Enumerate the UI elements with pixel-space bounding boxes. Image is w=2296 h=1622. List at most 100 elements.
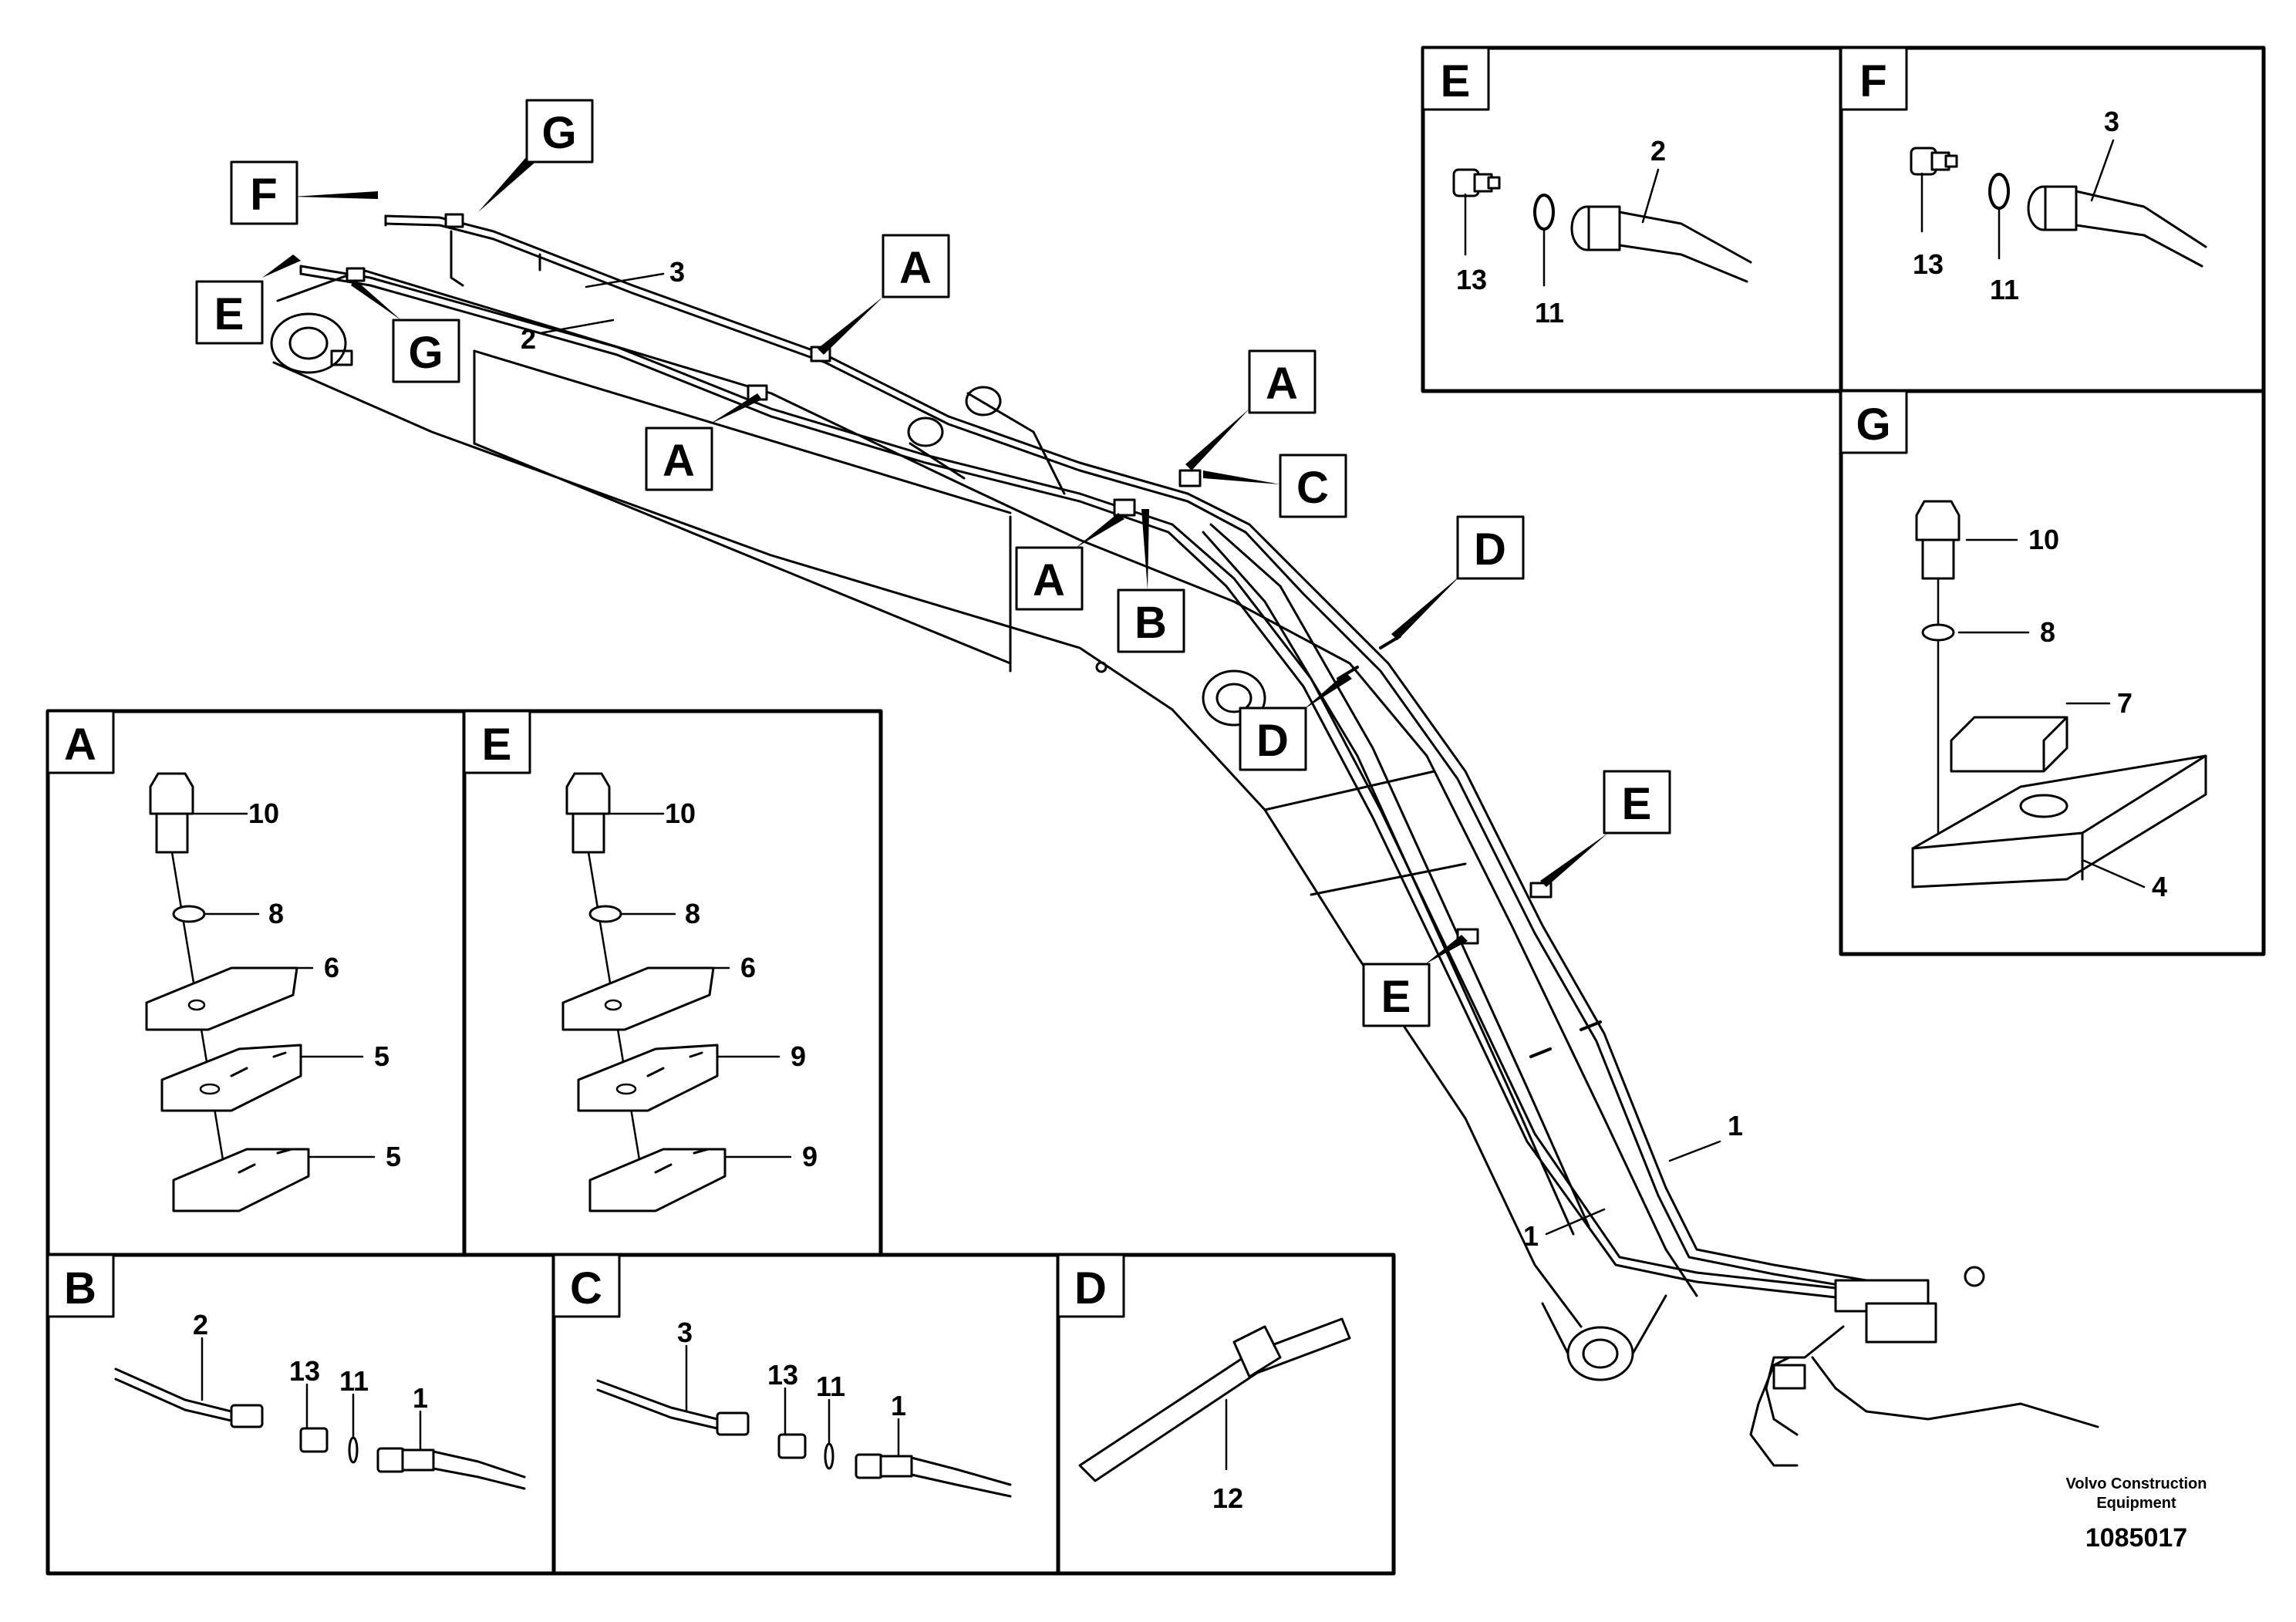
panel-e-lower-label-10: 10 [665, 798, 696, 829]
panel-letter-d: D [1074, 1263, 1107, 1313]
panel-c-label-3: 3 [677, 1317, 693, 1348]
callout-box-a3 [1248, 349, 1317, 414]
callout-pointer [818, 297, 883, 355]
panel-e-upper-label-13: 13 [1456, 264, 1487, 295]
callout-box-a2 [645, 427, 713, 491]
panel-g-label-8: 8 [2040, 616, 2055, 648]
callout-pointer [1540, 833, 1608, 887]
callout-e2: E [1622, 779, 1652, 829]
label-hose-1a: 1 [1728, 1110, 1743, 1141]
panel-f-label-13: 13 [1913, 248, 1944, 280]
callout-f: F [250, 170, 277, 220]
callout-pointer [1185, 409, 1249, 470]
footer: Volvo Construction Equipment 1085017 [2066, 1475, 2207, 1553]
panel-f-drawing: 13 11 3 [1910, 106, 2207, 305]
panel-f-label-3: 3 [2104, 106, 2119, 137]
callout-box-a1 [882, 234, 950, 298]
callout-pointer [1303, 673, 1352, 710]
callout-box-e1 [195, 280, 264, 345]
callout-pointer [293, 191, 378, 199]
callout-a2: A [663, 436, 695, 486]
panel-letters: E F G A E B C D [46, 46, 1908, 1318]
panel-letter-f: F [1859, 56, 1886, 106]
callout-box-c [1279, 454, 1347, 518]
callout-pointer [1076, 513, 1124, 548]
panel-letter-g: G [1856, 400, 1890, 450]
panel-c-drawing: 3 13 11 1 [596, 1317, 1012, 1498]
callout-a3: A [1266, 359, 1298, 409]
panel-e-lower-label-6: 6 [740, 952, 756, 983]
panel-e-lower-label-9b: 9 [802, 1141, 818, 1172]
callout-box-f [230, 160, 298, 225]
panel-c-label-13: 13 [767, 1359, 798, 1391]
panel-a-label-5b: 5 [386, 1141, 401, 1172]
panel-e-lower-drawing: 10 8 6 9 9 [561, 772, 818, 1212]
panel-b-drawing: 2 13 11 1 [114, 1309, 526, 1490]
panel-letter-e-upper: E [1441, 56, 1471, 106]
quick-coupler-area [1749, 1266, 2099, 1467]
company-line-2: Equipment [2096, 1495, 2176, 1512]
callout-d1: D [1474, 524, 1506, 575]
callout-pointer [1141, 509, 1149, 590]
callout-pointer [1391, 575, 1462, 640]
callout-pointer [710, 393, 762, 424]
panel-e-upper-label-11: 11 [1535, 297, 1564, 329]
panel-g-label-4: 4 [2152, 871, 2167, 902]
callout-pointer [262, 255, 301, 278]
callout-box-d1 [1456, 515, 1525, 580]
panel-e-upper-drawing: 13 11 2 [1452, 135, 1752, 329]
label-hose-2: 2 [521, 323, 536, 355]
panel-a-label-5a: 5 [374, 1040, 389, 1072]
callout-b: B [1135, 598, 1167, 648]
callout-a1: A [899, 243, 932, 293]
hose-runs [299, 214, 1868, 1299]
main-callouts: G F E G A A A C A B [195, 99, 1671, 1027]
panel-f-label-11: 11 [1990, 274, 2019, 305]
panel-g-label-7: 7 [2117, 687, 2132, 719]
callout-box-g1 [525, 99, 594, 164]
callout-box-b [1117, 588, 1185, 653]
panel-b-label-13: 13 [289, 1355, 320, 1387]
callout-pointer [1203, 470, 1280, 484]
hose-clamps [346, 213, 1602, 1058]
callout-pointer [478, 150, 540, 212]
panel-a-label-8: 8 [268, 898, 284, 929]
main-part-numbers: 3 2 1 1 [521, 256, 1743, 1252]
panel-d-label-12: 12 [1212, 1482, 1243, 1514]
boom-outline [270, 268, 1698, 1381]
callout-d2: D [1256, 716, 1289, 766]
callout-box-e2 [1603, 770, 1671, 835]
callout-pointer [1425, 935, 1468, 964]
callout-g2: G [408, 328, 443, 378]
panel-b-label-11: 11 [339, 1365, 369, 1397]
panel-letter-a: A [64, 720, 96, 770]
callout-g1: G [541, 108, 576, 158]
panel-c-label-11: 11 [816, 1371, 845, 1402]
panel-a-label-6: 6 [324, 952, 339, 983]
label-hose-1b: 1 [1523, 1220, 1539, 1252]
panel-d-drawing: 12 [1078, 1317, 1351, 1514]
panel-g-label-10: 10 [2028, 524, 2059, 555]
callout-c: C [1296, 463, 1329, 513]
callout-box-a4 [1015, 546, 1084, 611]
panel-e-lower-label-9a: 9 [791, 1040, 806, 1072]
panel-b-label-1: 1 [413, 1382, 428, 1414]
label-hose-3: 3 [669, 256, 685, 288]
panel-letter-c: C [570, 1263, 602, 1313]
panel-c-label-1: 1 [891, 1390, 906, 1421]
panel-a-label-10: 10 [248, 798, 279, 829]
drawing-number: 1085017 [2085, 1523, 2187, 1553]
callout-a4: A [1033, 555, 1065, 605]
panel-e-upper-label-2: 2 [1650, 135, 1666, 167]
panel-g-drawing: 10 8 7 4 [1911, 500, 2207, 902]
panel-letter-b: B [64, 1263, 96, 1313]
callout-e1: E [214, 289, 244, 339]
callout-box-d2 [1239, 706, 1307, 771]
callout-box-g2 [392, 319, 460, 383]
panel-letter-e-lower: E [482, 720, 512, 770]
callout-box-e3 [1362, 963, 1431, 1027]
company-line-1: Volvo Construction [2066, 1475, 2207, 1492]
panel-e-lower-label-8: 8 [685, 898, 700, 929]
panel-b-label-2: 2 [193, 1309, 208, 1340]
